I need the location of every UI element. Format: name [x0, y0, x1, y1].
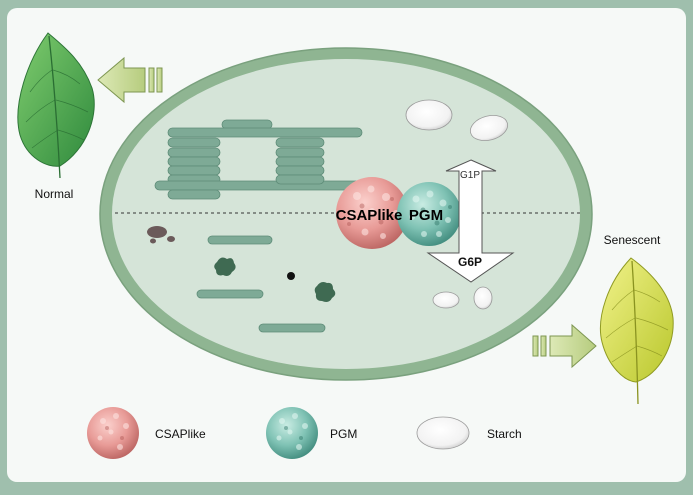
- g1p-label: G1P: [460, 170, 480, 181]
- thylakoid: [196, 289, 264, 299]
- normal-leaf: [17, 32, 95, 179]
- g6p-label: G6P: [458, 255, 482, 269]
- thylakoid: [167, 147, 221, 158]
- plastoglobule: [167, 236, 175, 242]
- normal-label: Normal: [35, 187, 74, 201]
- legend-csaplike-label: CSAPlike: [155, 427, 206, 441]
- arrow-to-senescent-icon: [532, 323, 597, 369]
- senescent-leaf: [600, 257, 674, 405]
- thylakoid: [167, 156, 221, 167]
- thylakoid: [275, 174, 325, 185]
- double-arrow-shape: [426, 159, 515, 283]
- thylakoid: [275, 156, 325, 167]
- pgm-protein: [397, 182, 461, 246]
- senescent-label: Senescent: [604, 233, 661, 247]
- thylakoid: [167, 127, 363, 138]
- thylakoid: [167, 137, 221, 148]
- starch-grain: [405, 99, 453, 131]
- granule: [314, 282, 336, 302]
- senescent-leaf-blade: [600, 257, 674, 383]
- thylakoid: [154, 180, 366, 191]
- g1p-g6p-conversion-arrow: [426, 159, 515, 283]
- starch-grain: [473, 286, 493, 310]
- thylakoid: [167, 189, 221, 200]
- legend-starch-icon: [416, 416, 470, 450]
- dark-granules: [214, 257, 336, 302]
- legend-pgm-icon: [266, 407, 318, 459]
- thylakoid: [275, 147, 325, 158]
- starch-grain: [432, 291, 460, 309]
- plastoglobule: [147, 226, 167, 238]
- legend-pgm-label: PGM: [330, 427, 357, 441]
- thylakoid: [167, 165, 221, 176]
- legend: CSAPlike PGM Starch: [87, 407, 522, 459]
- csaplike-protein: [336, 177, 408, 249]
- plastoglobules: [147, 226, 295, 280]
- starch-grains: [405, 99, 509, 310]
- starch-grain: [469, 115, 509, 141]
- csaplike-diagram-label: CSAPlike: [336, 207, 403, 224]
- legend-starch-label: Starch: [487, 427, 522, 441]
- thylakoid-grana: [154, 119, 366, 333]
- legend-csaplike-icon: [87, 407, 139, 459]
- arrow-to-normal-icon: [97, 56, 163, 104]
- granule: [214, 257, 236, 276]
- plastoglobule: [287, 272, 295, 280]
- thylakoid: [207, 235, 273, 245]
- thylakoid: [275, 165, 325, 176]
- thylakoid: [258, 323, 326, 333]
- thylakoid: [275, 137, 325, 148]
- plastoglobule: [150, 238, 156, 244]
- pgm-diagram-label: PGM: [409, 207, 443, 224]
